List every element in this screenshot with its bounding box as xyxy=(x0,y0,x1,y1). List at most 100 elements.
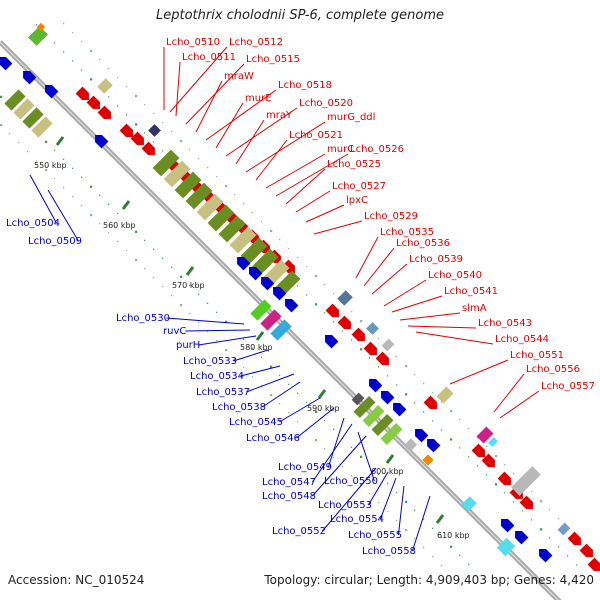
cog-gene-block xyxy=(371,414,394,436)
forward-gene-arrow xyxy=(325,303,339,317)
forward-gene-label: murC xyxy=(327,144,354,155)
forward-gene-label: mraW xyxy=(224,71,254,82)
forward-gene-label: Lcho_0556 xyxy=(526,364,580,375)
ruler-dot xyxy=(144,132,146,134)
ruler-dot xyxy=(243,367,245,369)
ruler-dot xyxy=(387,511,389,513)
cog-gene-block xyxy=(163,160,191,188)
ruler-dot xyxy=(378,473,380,475)
forward-gene-leader xyxy=(215,102,244,149)
ruler-dot xyxy=(198,322,200,324)
ruler-dot xyxy=(558,546,560,548)
forward-gene-label: mraY xyxy=(266,110,293,121)
forward-gene-leader xyxy=(245,121,326,173)
ruler-dot xyxy=(261,385,263,387)
forward-gene-leader xyxy=(295,190,331,213)
cog-gene-block xyxy=(380,423,403,445)
forward-gene-label: Lcho_0521 xyxy=(289,130,343,141)
scale-label: 580 kbp xyxy=(240,343,273,352)
genome-summary-text: Topology: circular; Length: 4,909,403 bp… xyxy=(264,573,594,587)
ruler-dot xyxy=(396,520,398,522)
cog-gene-block xyxy=(353,396,376,418)
reverse-gene-arrow xyxy=(249,267,263,281)
reverse-gene-arrow xyxy=(261,277,275,291)
ruler-dot xyxy=(243,202,245,205)
ruler-dot xyxy=(396,355,398,358)
ruler-dot xyxy=(180,304,183,307)
reverse-gene-leader xyxy=(296,407,335,439)
reverse-gene-arrow xyxy=(381,391,395,405)
ruler-dot xyxy=(189,313,191,315)
cog-gene-block xyxy=(270,319,292,341)
forward-gene-leader xyxy=(391,295,443,313)
ruler-dot xyxy=(270,229,273,233)
forward-gene-leader xyxy=(195,80,223,133)
forward-gene-label: Lcho_0536 xyxy=(396,238,450,249)
reverse-gene-label: Lcho_0547 xyxy=(262,477,316,488)
forward-gene-label: Lcho_0539 xyxy=(409,254,463,265)
ruler-dot xyxy=(225,320,228,323)
ruler-dot xyxy=(333,292,335,295)
forward-gene-arrow xyxy=(75,86,89,100)
ruler-dot xyxy=(171,130,173,133)
forward-gene-label: Lcho_0510 xyxy=(166,37,220,48)
ruler-dot xyxy=(450,545,453,548)
reverse-gene-arrow xyxy=(0,57,13,71)
forward-gene-arrow xyxy=(86,95,100,109)
forward-gene-arrow xyxy=(567,531,581,545)
ruler-dot xyxy=(297,285,299,287)
forward-gene-leader xyxy=(407,325,477,329)
forward-gene-leader xyxy=(371,263,408,295)
ruler-dot xyxy=(72,60,74,62)
forward-gene-leader xyxy=(255,139,288,181)
cog-gene-block xyxy=(22,107,44,129)
reverse-gene-leader xyxy=(198,335,257,346)
ruler-dot xyxy=(333,321,335,323)
forward-gene-label: Lcho_0529 xyxy=(364,211,418,222)
ruler-dot xyxy=(513,472,515,475)
ruler-dot xyxy=(297,421,299,423)
forward-gene-label: Lcho_0518 xyxy=(278,80,332,91)
ruler-dot xyxy=(162,257,164,259)
forward-gene-leader xyxy=(355,236,379,279)
forward-gene-label: Lcho_0515 xyxy=(246,54,300,65)
ruler-dot xyxy=(405,393,408,396)
ruler-dot xyxy=(405,529,408,532)
cog-gene-block xyxy=(148,124,161,137)
reverse-gene-arrow xyxy=(539,549,553,563)
cog-gene-block xyxy=(152,149,180,177)
ruler-dot xyxy=(315,439,318,442)
forward-gene-arrow xyxy=(579,543,593,557)
reverse-gene-arrow xyxy=(23,71,37,85)
cog-gene-block xyxy=(436,386,454,404)
ruler-dot xyxy=(198,293,200,295)
scale-label: 550 kbp xyxy=(34,161,67,170)
ruler-dot xyxy=(63,22,65,25)
reverse-gene-leader xyxy=(240,365,281,377)
ruler-dot xyxy=(432,556,434,558)
ruler-dot xyxy=(81,176,83,178)
ruler-dot xyxy=(531,519,533,521)
ruler-dot xyxy=(261,356,263,358)
forward-gene-arrow xyxy=(375,351,389,365)
ruler-dot xyxy=(144,103,146,106)
ruler-dot xyxy=(423,382,425,385)
forward-gene-leader xyxy=(363,247,395,287)
ruler-dot xyxy=(90,78,93,81)
cog-gene-block xyxy=(511,466,541,496)
forward-gene-label: slmA xyxy=(462,303,487,314)
ruler-dot xyxy=(135,123,138,126)
ruler-dot xyxy=(252,376,254,378)
ruler-dot xyxy=(513,501,515,503)
cog-gene-block xyxy=(366,322,379,335)
ruler-dot xyxy=(216,175,218,178)
ruler-dot xyxy=(288,383,290,385)
ruler-dot xyxy=(324,312,326,314)
ruler-dot xyxy=(468,456,470,458)
kbp-tick xyxy=(55,136,65,146)
ruler-dot xyxy=(90,185,93,188)
kbp-tick xyxy=(121,200,131,210)
ruler-dot xyxy=(27,151,29,153)
ruler-dot xyxy=(405,364,408,368)
